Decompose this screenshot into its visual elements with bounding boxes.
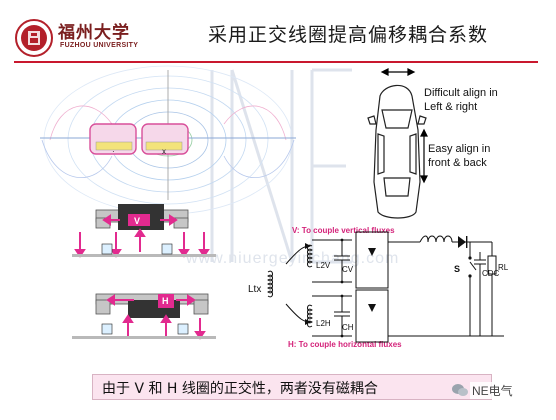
l2h-label: L2H [316, 319, 331, 328]
easy-align-line2: front & back [428, 157, 487, 169]
field-cross: x [162, 147, 166, 156]
switch-label: S [454, 264, 460, 274]
v-coil-label: V [134, 216, 140, 226]
ltx-label: Ltx [248, 284, 261, 295]
field-dot: · [112, 147, 115, 156]
watermark-url: www.niuergeyinchang.com [186, 250, 400, 267]
cv-label: CV [342, 265, 354, 274]
ch-label: CH [342, 323, 354, 332]
page-title: 采用正交线圈提高偏移耦合系数 [208, 24, 489, 46]
horizontal-flux-caption: H: To couple horizontal fluxes [288, 340, 402, 349]
university-name-cn: 福州大学 [58, 23, 130, 43]
brand-name: NE电气 [470, 382, 515, 399]
l2v-label: L2V [316, 261, 331, 270]
university-name-en: FUZHOU UNIVERSITY [60, 42, 139, 49]
cdc-label: CDC [482, 269, 500, 278]
university-seal-icon [15, 19, 53, 57]
easy-align-line1: Easy align in [428, 143, 491, 155]
h-coil-label: H [162, 296, 169, 306]
conclusion-banner [92, 374, 492, 400]
conclusion-text: 由于 V 和 H 线圈的正交性，两者没有磁耦合 [102, 381, 378, 397]
difficult-align-line2: Left & right [424, 101, 478, 113]
vertical-flux-caption: V: To couple vertical fluxes [292, 226, 395, 235]
difficult-align-line1: Difficult align in [424, 87, 498, 99]
title-divider [14, 61, 538, 63]
wechat-icon [452, 384, 468, 396]
rl-label: RL [498, 263, 509, 272]
